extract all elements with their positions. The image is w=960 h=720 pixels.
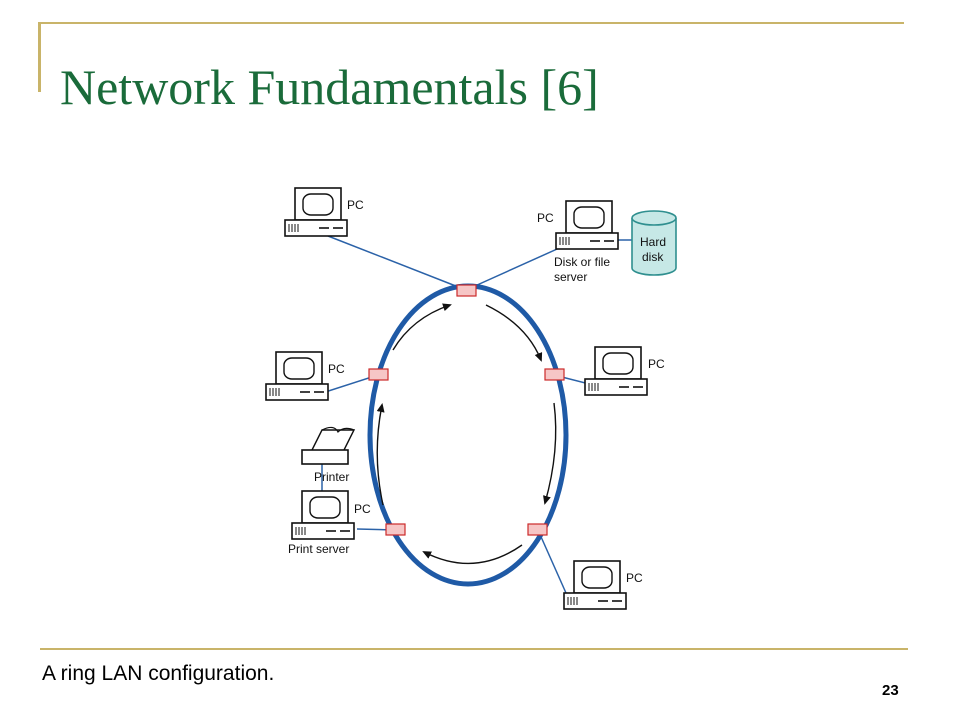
file-server-label: Disk or file [554, 255, 610, 269]
ring-interface-icon [385, 523, 406, 536]
pc-computer-icon [563, 560, 627, 610]
ring-cable [367, 283, 569, 587]
ring-interface-icon [527, 523, 548, 536]
direction-arrow-icon [543, 402, 557, 505]
page-number: 23 [882, 682, 899, 699]
pc-computer-icon [284, 187, 348, 237]
printer-icon [301, 426, 356, 465]
pc-label: PC [347, 198, 364, 212]
hard-disk-label: disk [642, 250, 664, 264]
print-server-label: Print server [288, 542, 349, 556]
file-server-label: server [554, 270, 587, 284]
pc-label: PC [537, 211, 554, 225]
link-pc-file-server [465, 244, 567, 291]
link-pc-bottom-right [537, 529, 571, 603]
printer-label: Printer [314, 470, 349, 484]
ring-interface-icon [368, 368, 389, 381]
title-left-rule [38, 22, 41, 92]
ring-interface-icon [456, 284, 477, 297]
direction-arrow-icon [376, 403, 385, 506]
pc-computer-icon [555, 200, 619, 250]
pc-label: PC [328, 362, 345, 376]
direction-arrow-icon [392, 303, 452, 351]
figure-caption: A ring LAN configuration. [42, 662, 275, 685]
pc-label: PC [626, 571, 643, 585]
pc-computer-icon [584, 346, 648, 396]
slide-title: Network Fundamentals [6] [60, 59, 599, 115]
pc-label: PC [354, 502, 371, 516]
footer-rule [40, 648, 908, 650]
pc-computer-icon [265, 351, 329, 401]
title-top-rule [40, 22, 904, 24]
link-pc-top-left [327, 235, 467, 291]
pc-label: PC [648, 357, 665, 371]
pc-computer-icon [291, 490, 355, 540]
direction-arrow-icon [422, 544, 523, 565]
hard-disk-icon [631, 210, 677, 276]
direction-arrow-icon [485, 304, 543, 362]
ring-interface-icon [544, 368, 565, 381]
hard-disk-label: Hard [640, 235, 666, 249]
